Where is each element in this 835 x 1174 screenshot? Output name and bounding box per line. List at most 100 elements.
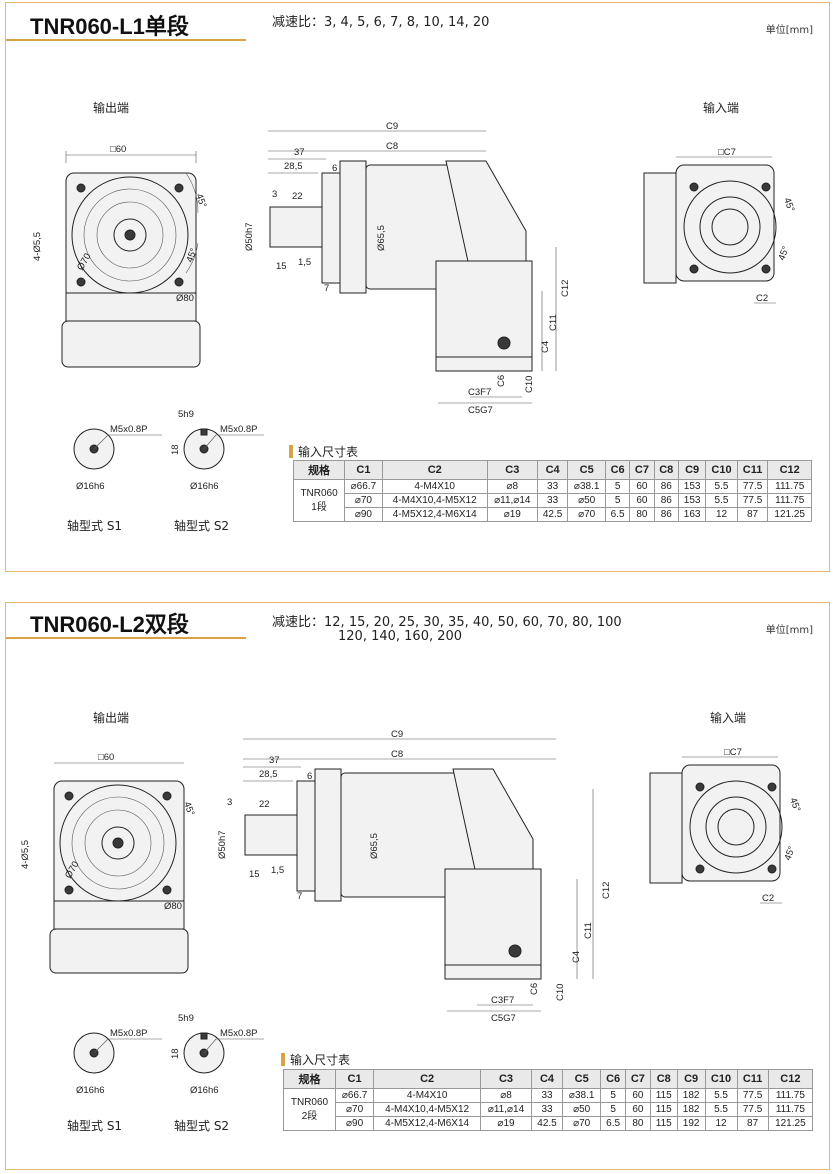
panel-title: TNR060-L1单段 [30, 14, 189, 39]
table-cell: 86 [653, 493, 679, 508]
table-cell: 4-M4X10,4-M5X12 [373, 1102, 482, 1117]
dim-a45b: 45° [184, 247, 199, 264]
dim-7: 7 [324, 283, 329, 294]
output-flange-drawing: □60 4-Ø5,5 Ø70 Ø80 45° [20, 752, 196, 974]
table-cell: ⌀66.7 [334, 1088, 375, 1103]
table-cell: 33 [536, 493, 569, 508]
dim-15b: 1,5 [271, 865, 284, 876]
table-cell: 182 [676, 1088, 706, 1103]
dim-d80: Ø80 [164, 901, 182, 912]
side-view-drawing: C9 C8 37 28,5 6 3 22 15 1,5 7 Ø50h7 Ø65,… [217, 729, 611, 1024]
ratio-values: 12, 15, 20, 25, 30, 35, 40, 50, 60, 70, … [324, 615, 622, 630]
table-cell: 5.5 [705, 479, 738, 494]
table-cell: 60 [625, 1102, 651, 1117]
dim-18: 18 [170, 444, 181, 455]
panel-l2: TNR060-L2双段 减速比：12, 15, 20, 25, 30, 35, … [5, 602, 830, 1170]
col-c2: C2 [381, 460, 488, 480]
dim-c12: C12 [560, 280, 571, 297]
table-cell: 12 [704, 1116, 738, 1131]
dim-c2: C2 [756, 293, 768, 304]
dim-bolt: 4-Ø5,5 [20, 840, 31, 869]
dim-a45c: 45° [781, 196, 796, 213]
dim-5h9: 5h9 [178, 1013, 194, 1024]
dim-d50: Ø50h7 [217, 830, 228, 859]
table-cell: 111.75 [767, 1102, 814, 1117]
spec-table: 规格 C1 C2 C3 C4 C5 C6 C7 C8 C9 C10 C11 C1… [292, 460, 812, 522]
shaft-s1-label: 轴型式 S1 [67, 1119, 123, 1133]
dim-sq60: □60 [110, 144, 126, 155]
col-c6: C6 [604, 460, 631, 480]
table-cell: 111.75 [767, 493, 812, 508]
table-cell: 5.5 [704, 1088, 738, 1103]
output-flange-drawing: □60 4-Ø5,5 Ø70 Ø80 45° 45° [32, 144, 208, 368]
table-header-row: 规格 C1 C2 C3 C4 C5 C6 C7 C8 C9 C10 C11 C1… [292, 460, 812, 480]
table-cell: 163 [677, 507, 707, 522]
dim-a45: 45° [181, 800, 196, 817]
col-c11: C11 [736, 1069, 769, 1089]
model-stage: 2段 [301, 1110, 318, 1122]
shaft-s2-drawing: M5x0.8P 5h9 18 Ø16h6 [170, 409, 264, 492]
table-cell: 77.5 [736, 1088, 769, 1103]
table-cell: 80 [625, 1116, 651, 1131]
dim-15b: 1,5 [298, 257, 311, 268]
dim-c5: C5G7 [491, 1013, 516, 1024]
unit-label: 单位[mm] [765, 625, 813, 636]
title-underline [6, 39, 246, 41]
spec-table: 规格 C1 C2 C3 C4 C5 C6 C7 C8 C9 C10 C11 C1… [283, 1069, 814, 1131]
shaft-s2-label: 轴型式 S2 [174, 519, 230, 533]
table-cell: 6.5 [600, 1116, 626, 1131]
dim-3: 3 [272, 189, 277, 200]
table-cell: ⌀70 [567, 507, 606, 522]
table-cell: 33 [536, 479, 569, 494]
col-c4: C4 [536, 460, 569, 480]
dim-d16: Ø16h6 [76, 481, 105, 492]
dim-d80: Ø80 [176, 293, 194, 304]
dim-d655: Ø65,5 [369, 833, 380, 859]
table-cell: ⌀70 [562, 1116, 602, 1131]
dim-c12: C12 [601, 882, 611, 899]
col-c5: C5 [567, 460, 606, 480]
table-cell: 80 [629, 507, 655, 522]
dim-d16b: Ø16h6 [190, 1085, 219, 1096]
dim-m5b: M5x0.8P [220, 424, 258, 435]
dim-c3: C3F7 [468, 387, 491, 398]
ratio-values: 3, 4, 5, 6, 7, 8, 10, 14, 20 [324, 15, 490, 30]
dim-18: 18 [170, 1048, 181, 1059]
table-cell: 60 [629, 479, 655, 494]
dim-d50: Ø50h7 [244, 222, 255, 251]
dim-sq60: □60 [98, 752, 114, 763]
col-c10: C10 [705, 460, 738, 480]
table-cell: 153 [677, 479, 707, 494]
table-header-row: 规格 C1 C2 C3 C4 C5 C6 C7 C8 C9 C10 C11 C1… [283, 1069, 814, 1089]
dim-m5: M5x0.8P [110, 1028, 148, 1039]
table-row: ⌀70 4-M4X10,4-M5X12 ⌀11,⌀14 33 ⌀50 5 60 … [294, 493, 812, 508]
col-c2: C2 [373, 1069, 482, 1089]
table-cell: 4-M5X12,4-M6X14 [373, 1116, 482, 1131]
col-c9: C9 [677, 460, 707, 480]
col-c8: C8 [649, 1069, 678, 1089]
table-title-bar [289, 445, 293, 458]
col-spec: 规格 [283, 1069, 336, 1089]
dim-285: 28,5 [259, 769, 278, 780]
dim-c11: C11 [548, 314, 559, 331]
dim-c2: C2 [762, 893, 774, 904]
input-end-label: 输入端 [710, 711, 747, 725]
col-c3: C3 [480, 1069, 532, 1089]
ratio-row: 减速比：3, 4, 5, 6, 7, 8, 10, 14, 20 [272, 11, 489, 30]
input-flange-drawing: □C7 C2 45° 45° [643, 147, 796, 304]
table-cell: 77.5 [736, 493, 769, 508]
dim-a45d: 45° [782, 845, 797, 862]
unit-label: 单位[mm] [765, 25, 813, 36]
table-cell: ⌀70 [334, 1102, 375, 1117]
table-cell: 42.5 [536, 507, 569, 522]
table-cell: 60 [625, 1088, 651, 1103]
table-row: ⌀70 4-M4X10,4-M5X12 ⌀11,⌀14 33 ⌀50 5 60 … [284, 1102, 814, 1117]
table-cell: 86 [653, 479, 679, 494]
table-cell: 77.5 [736, 479, 769, 494]
table-cell: 5 [600, 1088, 626, 1103]
col-c12: C12 [767, 1069, 814, 1089]
table-cell: ⌀38.1 [562, 1088, 602, 1103]
table-title: 输入尺寸表 [289, 443, 358, 460]
shaft-s1-drawing: M5x0.8P Ø16h6 [73, 1028, 162, 1096]
